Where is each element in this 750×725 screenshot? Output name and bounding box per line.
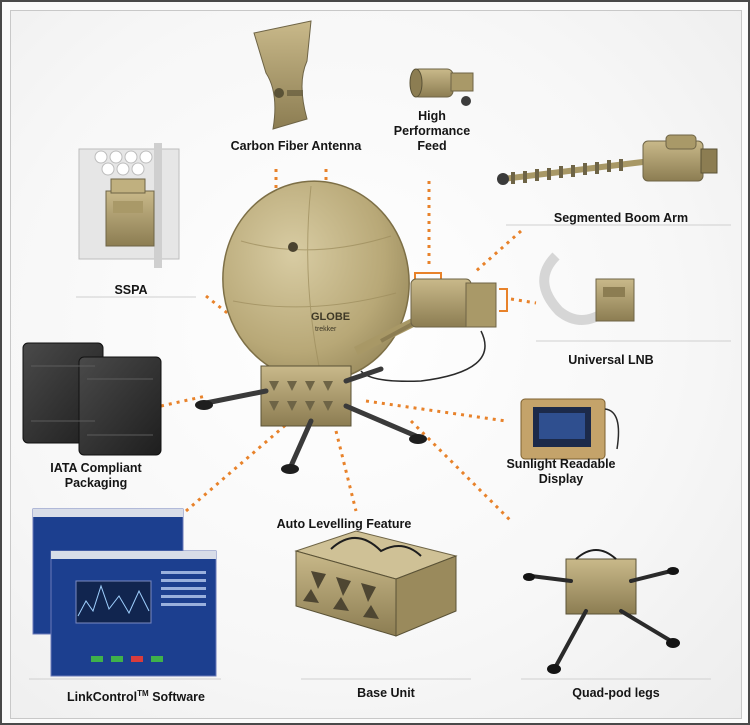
iata-compliant-packaging-label: IATA Compliant Packaging (50, 461, 142, 490)
linkcontrol-software-label: LinkControlTM Software (41, 686, 231, 705)
quad-pod-legs-label: Quad-pod legs (572, 686, 660, 700)
linkcontrol-suffix: Software (148, 690, 205, 705)
carbon-fiber-antenna-image (253, 20, 312, 130)
segmented-boom-arm-label: Segmented Boom Arm (553, 211, 689, 225)
dish-brand-subtext: trekker (315, 326, 337, 333)
connector-boom (475, 229, 522, 273)
feed-brackets (414, 272, 508, 312)
linkcontrol-software-image (32, 508, 217, 677)
base-unit-label: Base Unit (357, 686, 415, 700)
connector-auto-level (334, 430, 358, 512)
auto-levelling-feature-label: Auto Levelling Feature (276, 517, 412, 531)
diagram-artwork: GLOBE trekker (22, 20, 731, 680)
sspa-label: SSPA (114, 283, 148, 297)
dish-brand-text: GLOBE (311, 311, 350, 323)
iata-packaging-image (22, 342, 162, 456)
quad-pod-legs-image (523, 549, 680, 674)
diagram-panel: GLOBE trekker (10, 10, 742, 719)
sunlight-readable-display-label: Sunlight Readable Display (506, 457, 616, 486)
base-unit-image (294, 530, 458, 637)
segmented-boom-arm-image (497, 134, 718, 185)
universal-lnb-label: Universal LNB (568, 353, 654, 367)
high-performance-feed-label: High Performance Feed (393, 109, 471, 153)
connector-lnb (510, 297, 537, 305)
carbon-fiber-antenna-label: Carbon Fiber Antenna (230, 139, 362, 153)
connector-display (365, 399, 507, 423)
connector-software (185, 414, 297, 513)
sunlight-display-image (520, 398, 620, 460)
trademark-mark: TM (137, 689, 149, 698)
linkcontrol-name: LinkControl (67, 690, 138, 705)
high-performance-feed-image (409, 68, 474, 106)
universal-lnb-image (539, 252, 635, 325)
sspa-image (78, 143, 180, 268)
satellite-dish-image: GLOBE trekker (195, 180, 497, 474)
